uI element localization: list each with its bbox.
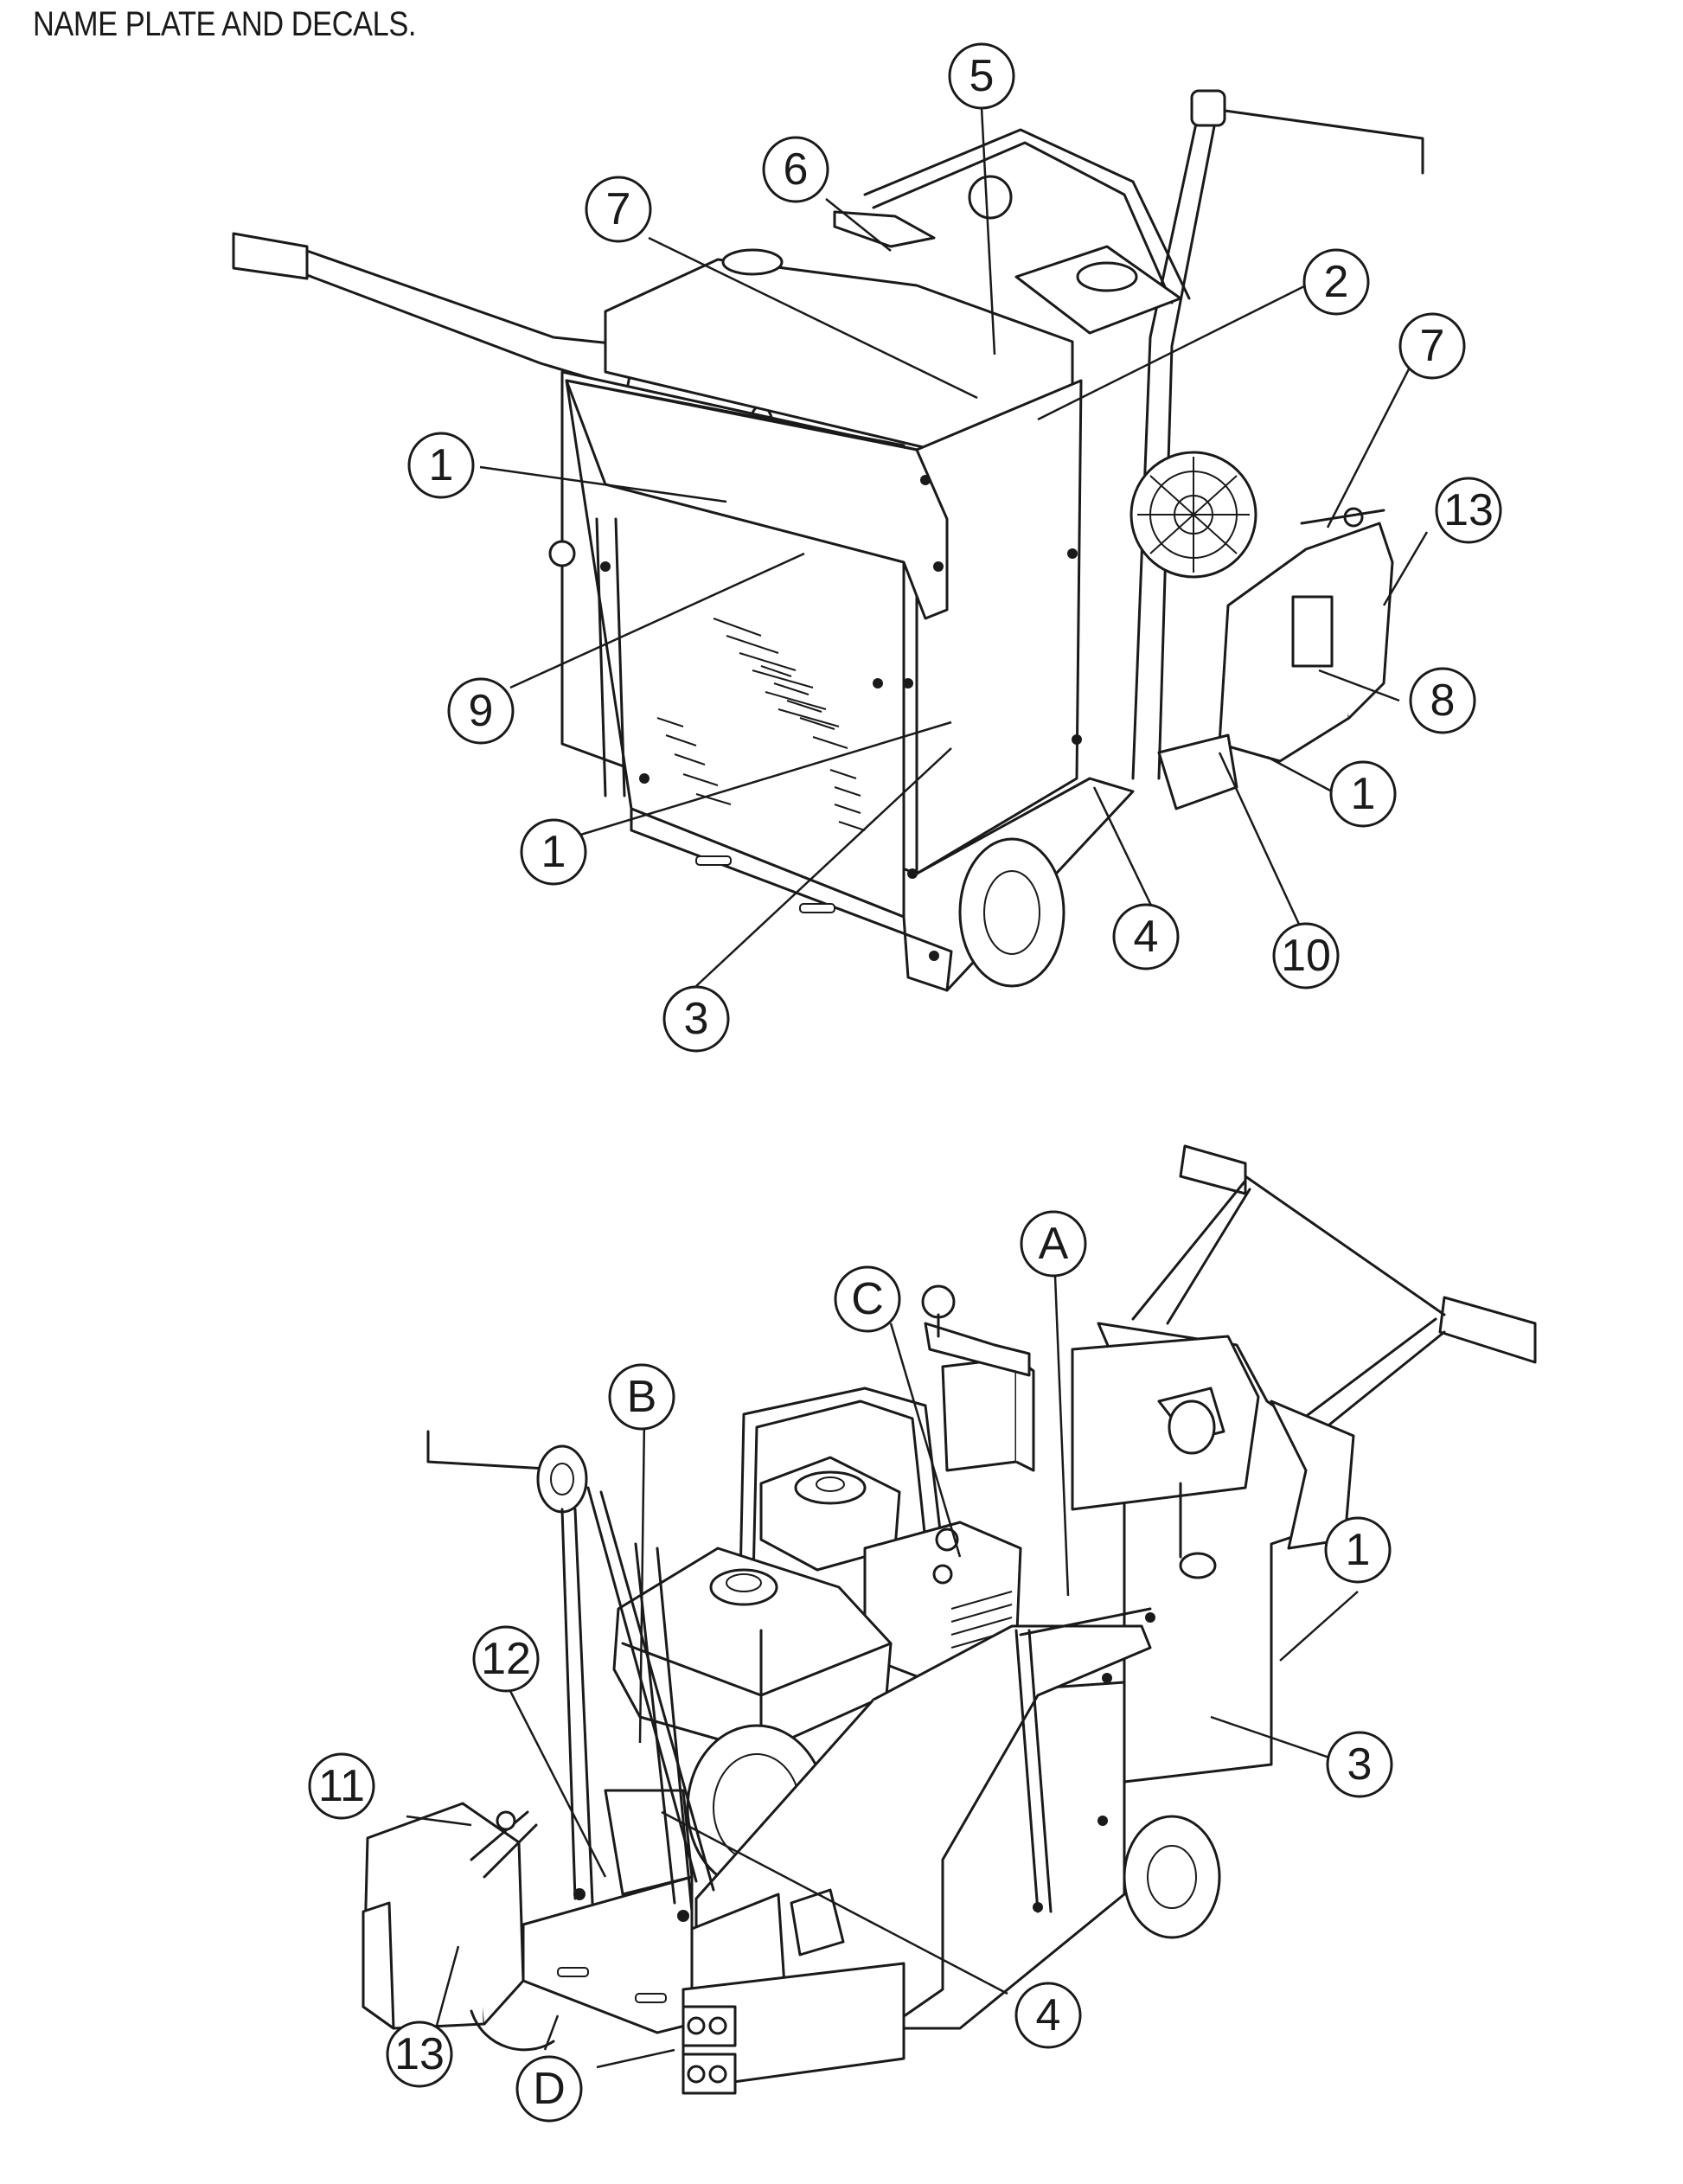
svg-text:13: 13: [1443, 485, 1494, 535]
callout-1-bottom: 1: [1324, 1516, 1392, 1584]
svg-text:C: C: [851, 1274, 884, 1324]
svg-text:6: 6: [784, 144, 809, 195]
callout-A: A: [1020, 1210, 1087, 1278]
bottom-saw-drawing: [362, 1144, 1537, 2095]
svg-text:12: 12: [481, 1634, 531, 1684]
page-title: NAME PLATE AND DECALS.: [33, 5, 416, 43]
callout-3-top: 3: [662, 985, 730, 1053]
svg-text:3: 3: [1347, 1739, 1373, 1790]
top-leader-lines: [479, 107, 1429, 987]
callout-12: 12: [472, 1625, 540, 1693]
callout-6: 6: [762, 136, 829, 203]
callout-C: C: [834, 1265, 901, 1333]
svg-text:4: 4: [1036, 1990, 1061, 2040]
callout-2: 2: [1302, 248, 1370, 316]
svg-text:5: 5: [969, 51, 995, 101]
svg-text:13: 13: [394, 2029, 445, 2079]
svg-text:1: 1: [429, 440, 454, 490]
callout-4-top: 4: [1112, 903, 1180, 970]
svg-text:1: 1: [1351, 769, 1376, 819]
svg-text:8: 8: [1430, 676, 1456, 726]
callout-3-bottom: 3: [1326, 1731, 1393, 1798]
callout-7-upper: 7: [585, 176, 652, 243]
callout-1-upper-left: 1: [407, 432, 475, 499]
svg-text:D: D: [533, 2064, 566, 2114]
callout-B: B: [608, 1363, 675, 1431]
callout-7-right: 7: [1398, 312, 1466, 380]
svg-text:A: A: [1039, 1219, 1069, 1269]
callout-13-top: 13: [1435, 477, 1502, 544]
callout-13-bottom: 13: [386, 2021, 453, 2088]
svg-text:3: 3: [684, 994, 709, 1044]
svg-text:2: 2: [1324, 257, 1349, 307]
callout-10: 10: [1272, 922, 1340, 990]
callout-8: 8: [1409, 667, 1476, 734]
svg-text:11: 11: [318, 1761, 365, 1811]
callout-5: 5: [948, 42, 1015, 110]
svg-text:1: 1: [1346, 1525, 1371, 1575]
callout-D: D: [515, 2055, 583, 2123]
top-saw-drawing: [232, 89, 1424, 992]
callout-1-right: 1: [1329, 760, 1397, 828]
svg-text:B: B: [627, 1372, 657, 1422]
svg-text:1: 1: [541, 827, 566, 877]
svg-text:4: 4: [1134, 912, 1159, 962]
svg-text:7: 7: [606, 184, 631, 234]
callout-1-lower-left: 1: [520, 818, 587, 886]
callout-11: 11: [308, 1752, 375, 1820]
svg-text:9: 9: [469, 686, 494, 736]
callout-4-bottom: 4: [1014, 1982, 1082, 2049]
svg-text:10: 10: [1281, 931, 1331, 981]
svg-text:7: 7: [1420, 321, 1445, 371]
callout-9: 9: [447, 677, 515, 745]
